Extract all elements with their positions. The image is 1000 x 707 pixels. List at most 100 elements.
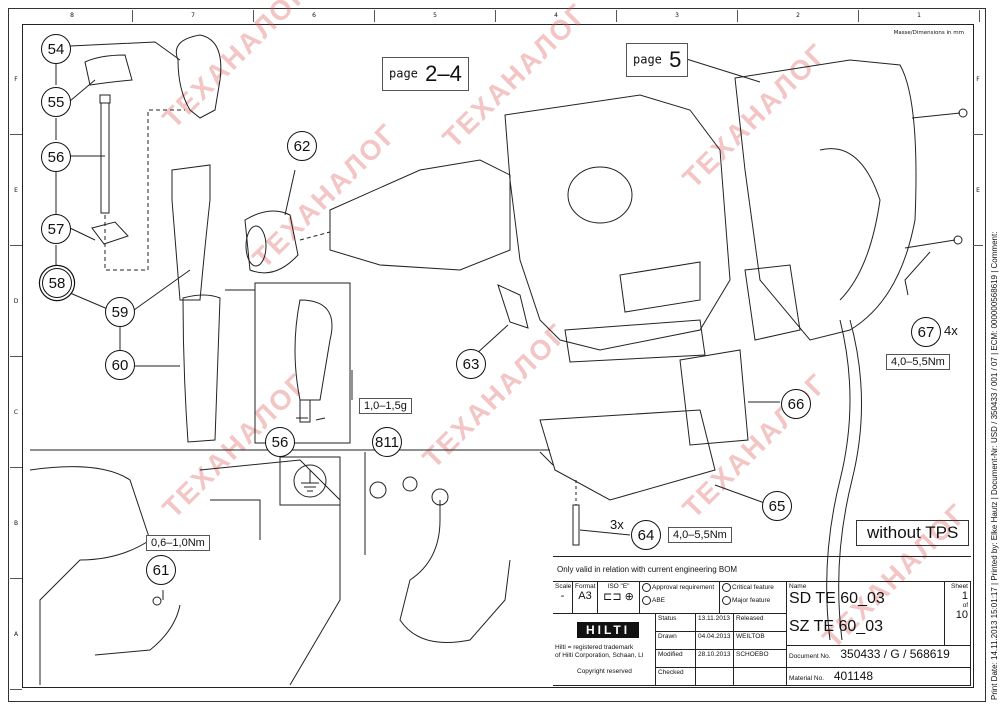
zone-label: 6 [254,10,375,22]
drawn-date: 04.04.2013 [696,632,734,650]
balloon-56-detail[interactable]: 56 [265,427,295,457]
leader-line [69,79,96,102]
zone-row-top: 8 7 6 5 4 3 2 1 [12,10,980,22]
status-label: Status [656,614,696,632]
strap-part [175,34,222,119]
checked-by [734,668,787,686]
critical-feature-radio[interactable] [722,583,731,592]
title-block: Only valid in relation with current engi… [553,556,971,686]
balloon-64[interactable]: 64 [631,520,661,550]
bolt-head-small [369,481,387,499]
screw-head [953,235,963,245]
zone-label: 2 [738,10,859,22]
hilti-logo: HILTI [577,622,639,638]
material-number: 401148 [833,669,874,683]
switch-assembly [744,264,801,341]
grip-detail [294,299,333,401]
modified-date: 28.10.2013 [696,650,734,668]
nut-part [91,221,129,245]
mode-selector-knob [567,166,633,224]
drawn-by: WEILTOB [734,632,787,650]
alignment-line [299,231,331,241]
bom-note: Only valid in relation with current engi… [553,557,971,582]
chuck-cover-front [245,225,267,267]
balloon-66[interactable]: 66 [781,389,811,419]
torque-tag-64: 4,0–5,5Nm [668,527,732,543]
ground-screw-right [431,488,449,506]
balloon-60[interactable]: 60 [105,350,135,380]
leader-line [69,227,96,241]
bolt-thread [100,102,110,214]
zone-label: A [10,579,22,690]
screw-64 [572,504,580,546]
drill-housing [504,94,731,351]
balloon-67[interactable]: 67 [911,317,941,347]
abe-radio[interactable] [642,596,651,605]
name-cell: Name SD TE 60_03 SZ TE 60_03 [787,582,945,646]
balloon-58[interactable]: 58 [42,268,72,298]
ground-symbol-small [402,476,418,492]
zone-label: E [10,135,22,246]
torque-tag-61: 0,6–1,0Nm [146,535,210,551]
logo-plate [619,261,701,313]
balloon-54[interactable]: 54 [41,34,71,64]
zone-label: D [10,246,22,357]
quantity-64: 3x [610,517,624,532]
ground-screw [152,596,162,606]
balloon-62[interactable]: 62 [287,131,317,161]
alignment-line [104,109,185,271]
approval-radio[interactable] [642,583,651,592]
zone-label: B [10,468,22,579]
approval-cell: Approval requirement ABE [640,582,720,614]
balloon-61[interactable]: 61 [146,555,176,585]
modified-by: SCHOEBO [734,650,787,668]
grease-amount-tag: 1,0–1,5g [359,398,412,414]
drawing-outer-frame [8,8,986,702]
detail-panel-border [30,449,554,555]
balloon-811[interactable]: 811 [372,427,402,457]
bolt-part [99,94,111,104]
screw-head [958,108,968,118]
drill-nose [329,159,511,271]
motor-base [564,319,706,363]
balloon-63[interactable]: 63 [456,349,486,379]
zone-label: F [10,24,22,135]
leader-line [69,41,181,61]
material-number-cell: Material No. 401148 [787,668,971,686]
drawing-inner-frame [22,24,974,688]
balloon-65[interactable]: 65 [762,491,792,521]
leader-line [474,324,509,356]
page-reference-5[interactable]: page 5 [626,43,689,77]
drawn-label: Drawn [656,632,696,650]
leader-line [133,269,191,311]
page-reference-2-4[interactable]: page 2–4 [382,57,469,91]
balloon-56[interactable]: 56 [41,142,71,172]
dimensions-note: Masse/Dimensions in mm [893,30,964,36]
checked-date [696,668,734,686]
leader-line [579,529,631,536]
balloon-59[interactable]: 59 [105,297,135,327]
handle-part [182,294,221,443]
zone-label: 3 [617,10,738,22]
status-date: 13.11.2013 [696,614,734,632]
major-feature-radio[interactable] [722,596,731,605]
leader-line [714,484,771,506]
ground-symbol-box [279,456,341,506]
balloon-55[interactable]: 55 [41,87,71,117]
logo-cell: HILTI Hilti = registered trademark of Hi… [553,614,656,686]
balloon-57[interactable]: 57 [41,214,71,244]
document-number: 350433 / G / 568619 [840,647,950,661]
leader-line [679,56,761,83]
zone-label: E [973,135,983,246]
projection-symbol-icon: ⊏⊐ ⊕ [603,591,634,603]
checked-label: Checked [656,668,696,686]
screw-part [904,112,961,249]
zone-label: 4 [496,10,617,22]
status-value: Released [734,614,787,632]
leader-line [284,169,296,216]
rear-handle [734,59,917,341]
modified-label: Modified [656,650,696,668]
ground-symbol-circle [293,464,327,498]
document-number-cell: Document No. 350433 / G / 568619 [787,646,971,668]
